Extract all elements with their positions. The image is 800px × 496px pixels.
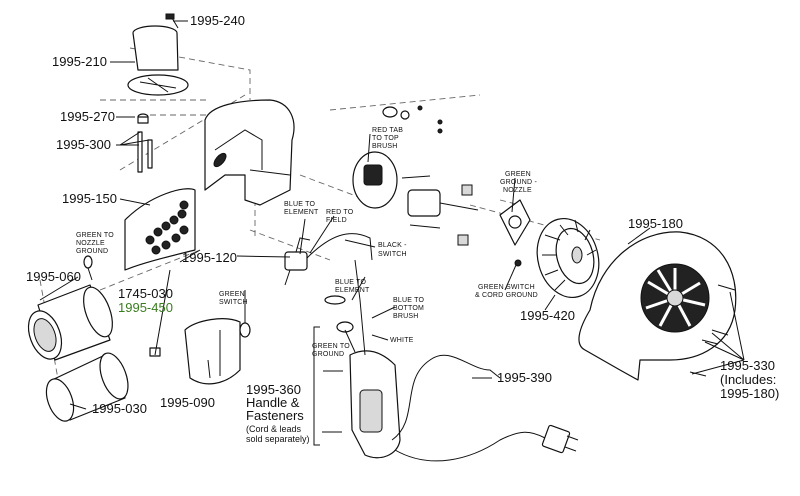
label-1995-330: 1995-330 (720, 358, 775, 373)
callout-blue-bottom-2: BOTTOM (393, 305, 424, 312)
handle-1995-360 (322, 259, 401, 459)
callout-blue-bottom-3: BRUSH (393, 313, 419, 320)
callout-blue-element-b2: ELEMENT (335, 287, 370, 294)
callout-green-ground-nozzle-3: NOZZLE (503, 187, 532, 194)
stand-1995-210 (127, 25, 189, 96)
label-1995-360-note2: sold separately) (246, 434, 310, 444)
callout-black-switch-1: BLACK - (378, 242, 407, 249)
fan-1995-420 (536, 217, 600, 299)
heating-element-1995-150 (124, 188, 196, 271)
label-1995-120: 1995-120 (182, 250, 237, 265)
callout-blue-element-b1: BLUE TO (335, 279, 366, 286)
callout-blue-element-2: ELEMENT (284, 209, 319, 216)
label-1995-330-line2: 1995-180) (720, 386, 779, 401)
green-ground-terminal (83, 255, 93, 281)
callout-green-switch-1: GREEN (219, 291, 245, 298)
bracket-1995-090 (149, 318, 241, 385)
callout-red-field-1: RED TO (326, 209, 354, 216)
label-1995-210: 1995-210 (52, 54, 107, 69)
leader-lines (39, 20, 745, 446)
screws-1995-330 (689, 284, 736, 377)
label-1995-180: 1995-180 (628, 216, 683, 231)
callout-green-ground-2: GROUND (312, 351, 344, 358)
label-1995-060: 1995-060 (26, 269, 81, 284)
callout-blue-element-1: BLUE TO (284, 201, 315, 208)
label-1995-390: 1995-390 (497, 370, 552, 385)
label-1995-240: 1995-240 (190, 13, 245, 28)
brush-holder (352, 105, 443, 209)
callout-green-ground-1: GREEN TO (312, 343, 350, 350)
label-1995-360-note1: (Cord & leads (246, 424, 302, 434)
callout-green-switch-2: SWITCH (219, 299, 248, 306)
callout-green-nozzle-2: NOZZLE (76, 240, 105, 247)
callout-blue-bottom-1: BLUE TO (393, 297, 424, 304)
callout-red-field-2: FIELD (326, 217, 347, 224)
armature (401, 175, 479, 246)
label-1995-090: 1995-090 (160, 395, 215, 410)
label-1995-150: 1995-150 (62, 191, 117, 206)
switch-assembly (284, 233, 373, 286)
label-1745-030: 1745-030 (118, 286, 173, 301)
callout-black-switch-2: SWITCH (378, 251, 407, 258)
callout-green-switch-cord-1: GREEN SWITCH (478, 284, 535, 291)
bearing-plate (499, 199, 531, 267)
callout-green-ground-nozzle-1: GREEN (505, 171, 531, 178)
fan-housing-1995-180 (578, 231, 737, 381)
label-1995-360: 1995-360 (246, 382, 301, 397)
housing-1995-120 (204, 99, 295, 206)
green-switch-terminal (239, 290, 251, 338)
label-1995-030: 1995-030 (92, 401, 147, 416)
callout-green-nozzle-1: GREEN TO (76, 232, 114, 239)
label-1995-270: 1995-270 (60, 109, 115, 124)
label-1995-360-line2: Fasteners (246, 408, 304, 423)
screw-1995-240 (165, 13, 179, 29)
callout-green-ground-nozzle-2: GROUND - (500, 179, 537, 186)
screws-1995-300 (137, 131, 153, 173)
label-1995-300: 1995-300 (56, 137, 111, 152)
callout-red-tab-3: BRUSH (372, 143, 398, 150)
callout-red-tab-2: TO TOP (372, 135, 399, 142)
label-1995-330-line1: (Includes: (720, 372, 776, 387)
label-1995-360-line1: Handle & (246, 395, 300, 410)
label-1995-450: 1995-450 (118, 300, 173, 315)
label-1995-420: 1995-420 (520, 308, 575, 323)
callout-green-nozzle-3: GROUND (76, 248, 108, 255)
callout-green-switch-cord-2: & CORD GROUND (475, 292, 538, 299)
callout-red-tab-1: RED TAB (372, 127, 403, 134)
callout-white: WHITE (390, 337, 414, 344)
cord-1995-390 (391, 354, 579, 462)
knob-1995-270 (137, 113, 149, 124)
nozzle-1995-060 (27, 284, 113, 361)
